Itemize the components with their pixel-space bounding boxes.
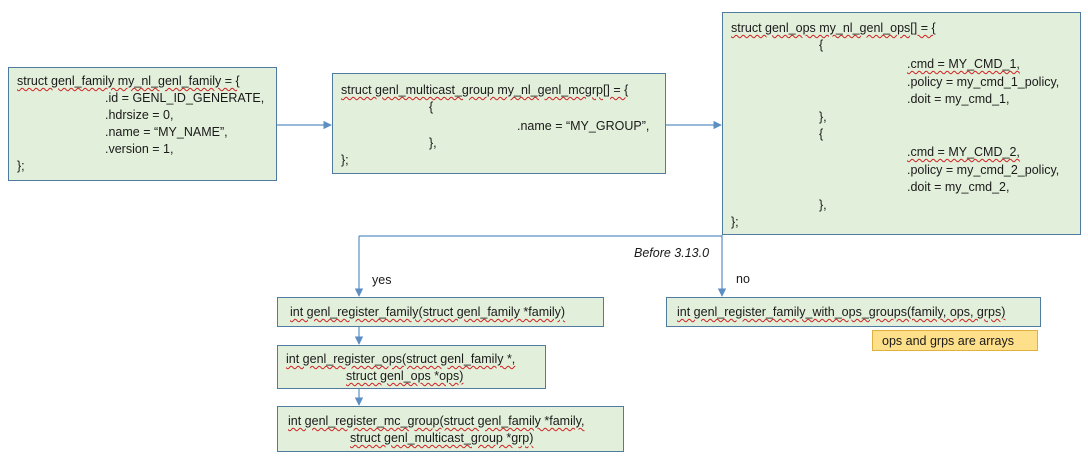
genl-family-struct-box: struct genl_family my_nl_genl_family = {… [8,67,277,181]
family-field-id: .id = GENL_ID_GENERATE, [105,91,265,105]
ops-open-2: { [819,127,824,141]
ops-open-1: { [819,38,824,52]
arrays-note-text: ops and grps are arrays [882,334,1015,348]
genl-ops-struct-box: struct genl_ops my_nl_genl_ops[] = { { .… [722,12,1081,235]
mcgrp-close-inner: }, [429,136,437,150]
register-with-ops-groups-text: int genl_register_family_with_ops_groups… [677,305,1006,319]
yes-label: yes [372,273,392,287]
mcgrp-open: { [429,100,434,114]
mcgrp-field-name: .name = “MY_GROUP”, [517,119,650,133]
mcgrp-decl: struct genl_multicast_group my_nl_genl_m… [341,83,629,97]
no-label: no [736,272,750,286]
register-ops-line2: struct genl_ops *ops) [346,369,464,383]
ops-entry2-cmd: .cmd = MY_CMD_2, [907,145,1020,159]
ops-close-2: }, [819,198,827,212]
register-mc-group-box: int genl_register_mc_group(struct genl_f… [277,406,624,452]
ops-close: }; [731,215,739,229]
register-family-box: int genl_register_family(struct genl_fam… [277,297,604,327]
register-ops-line1: int genl_register_ops(struct genl_family… [286,352,516,366]
ops-entry2-policy: .policy = my_cmd_2_policy, [907,163,1060,177]
family-field-name: .name = “MY_NAME”, [105,125,228,139]
mcgrp-close: }; [341,153,349,167]
register-family-text: int genl_register_family(struct genl_fam… [290,305,566,319]
register-mc-group-line2: struct genl_multicast_group *grp) [350,431,534,445]
ops-entry1-policy: .policy = my_cmd_1_policy, [907,75,1060,89]
ops-entry1-cmd: .cmd = MY_CMD_1, [907,57,1020,71]
ops-entry2-doit: .doit = my_cmd_2, [907,180,1010,194]
family-field-version: .version = 1, [105,142,174,156]
family-field-hdrsize: .hdrsize = 0, [105,108,174,122]
arrays-note: ops and grps are arrays [872,330,1038,351]
family-close: }; [17,159,25,173]
branch-condition-label: Before 3.13.0 [634,246,710,260]
ops-close-1: }, [819,110,827,124]
ops-entry1-doit: .doit = my_cmd_1, [907,92,1010,106]
ops-decl: struct genl_ops my_nl_genl_ops[] = { [731,21,936,35]
register-ops-box: int genl_register_ops(struct genl_family… [277,345,546,389]
family-decl: struct genl_family my_nl_genl_family = { [17,74,240,88]
register-mc-group-line1: int genl_register_mc_group(struct genl_f… [288,414,585,428]
genl-multicast-group-struct-box: struct genl_multicast_group my_nl_genl_m… [332,73,666,174]
register-family-with-ops-groups-box: int genl_register_family_with_ops_groups… [666,297,1041,327]
